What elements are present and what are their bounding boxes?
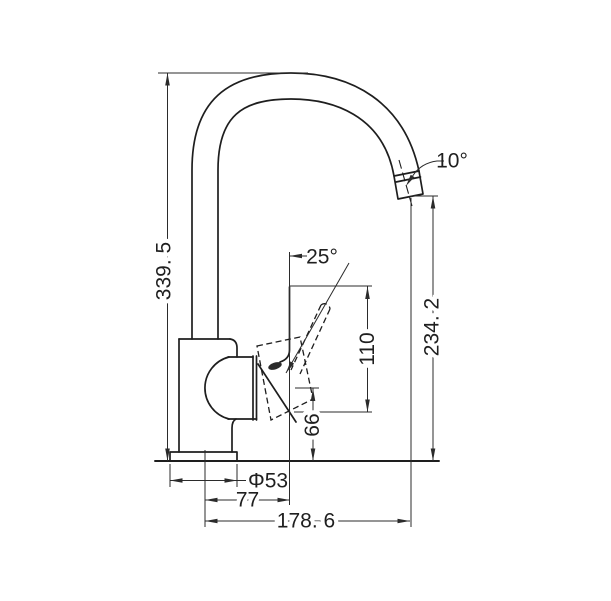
dimension-handle-span: 110 (289, 285, 383, 413)
ball-joint-arc (204, 356, 230, 420)
outlet-angle-leader (412, 160, 444, 177)
arrowhead-down (430, 448, 436, 461)
dimension-spout-reach: 178. 6 (205, 506, 410, 537)
arrowhead-right (397, 518, 410, 524)
arrowhead-left (170, 478, 183, 483)
body-right-upper-fillet (229, 338, 238, 358)
handle-angle-label: 25° (306, 246, 338, 269)
arrowhead-down (365, 399, 370, 412)
overall-height-label: 339. 5 (153, 242, 176, 300)
outlet-height-label: 234. 2 (421, 298, 444, 356)
arrowhead-left (205, 518, 218, 524)
arrowhead-up (430, 196, 436, 209)
arrowhead-leader (406, 174, 415, 186)
dimension-overall-height: 339. 5 (149, 72, 308, 461)
spout-inner-curve (217, 98, 395, 340)
lever-base-cone (256, 336, 314, 421)
faucet-outline (154, 286, 440, 462)
lever-tip-cap (320, 303, 331, 310)
outlet-centerline (398, 159, 413, 207)
handle-pivot-cap (268, 362, 282, 370)
gooseneck-spout-outline (191, 72, 424, 340)
handle-lever-dashed (256, 303, 331, 421)
spout-outer-curve (191, 72, 420, 340)
housing-front-edge (279, 286, 291, 363)
arrowhead-down (165, 448, 170, 461)
spout-reach-label: 178. 6 (277, 510, 335, 533)
arrowhead-left (205, 497, 218, 503)
outlet-angle-label: 10° (436, 150, 468, 173)
arrowhead-up (310, 388, 316, 401)
handle-base-solid-edge (257, 363, 297, 423)
aerator-inner-line (395, 176, 422, 183)
mount-height-label: 66 (301, 413, 324, 436)
handle-span-label: 110 (356, 332, 379, 365)
dimension-outlet-height: 234. 2 (410, 195, 448, 527)
dimension-base-diameter: Φ53 (169, 464, 288, 493)
arrowhead-left (289, 253, 302, 259)
handle-offset-label: 77 (236, 489, 259, 512)
arrowhead-right (224, 478, 237, 483)
lever-side-1 (290, 304, 322, 371)
arrowhead-down (310, 448, 316, 461)
dimension-handle-offset: 77 (204, 450, 290, 527)
dimension-outlet-angle: 10° (406, 150, 468, 186)
aerator-tip (393, 170, 424, 200)
base-diameter-label: Φ53 (248, 470, 288, 493)
arrowhead-right (277, 497, 290, 503)
arrowhead-slant (286, 361, 295, 373)
arrowhead-up (165, 73, 170, 86)
handle-axis-line (285, 262, 350, 374)
base-flange (169, 451, 238, 462)
arrowhead-up (365, 286, 370, 299)
body-right-lower-edge (231, 418, 237, 453)
dimension-mount-height: 66 (295, 387, 328, 461)
dimension-handle-angle: 25° (285, 246, 350, 505)
